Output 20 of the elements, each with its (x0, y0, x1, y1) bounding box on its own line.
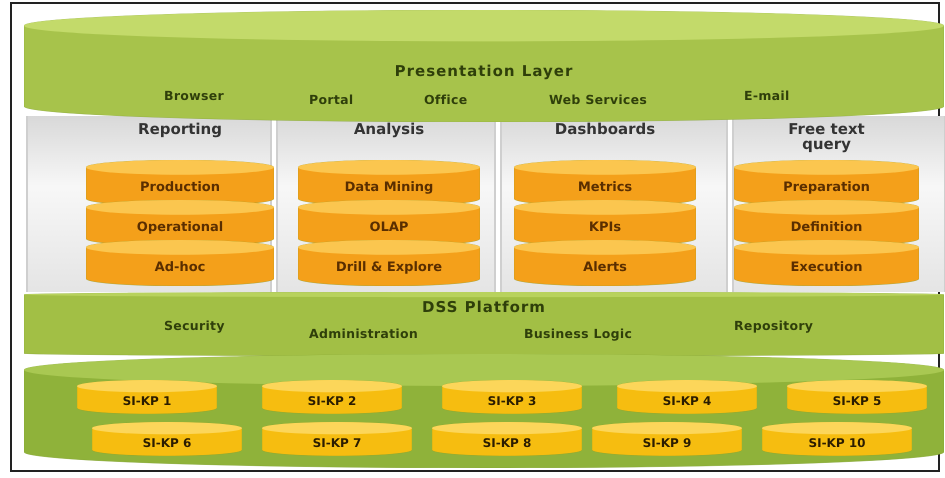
column-heading: Reporting (137, 122, 223, 137)
column-heading: Free text query (787, 122, 866, 152)
column-panel (26, 116, 272, 292)
presentation-layer-band (24, 10, 944, 122)
component-label: E-mail (744, 88, 790, 103)
layer-title: Presentation Layer (394, 62, 574, 80)
storage-base-cylinder (24, 354, 944, 468)
column-heading: Dashboards (554, 122, 656, 137)
component-label: Business Logic (524, 326, 632, 341)
component-label: Browser (164, 88, 224, 103)
layer-title: DSS Platform (421, 298, 547, 316)
component-label: Portal (309, 92, 354, 107)
component-label: Security (164, 318, 225, 333)
component-label: Administration (309, 326, 418, 341)
column-heading: Analysis (352, 122, 426, 137)
component-label: Office (424, 92, 468, 107)
platform-band (24, 292, 944, 356)
component-label: Web Services (549, 92, 648, 107)
column-panel (732, 116, 945, 292)
component-label: Repository (734, 318, 814, 333)
